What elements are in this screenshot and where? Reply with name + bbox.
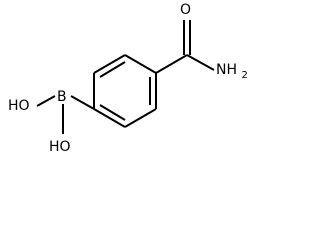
ring-double-bond-top-left — [99, 61, 126, 78]
ring-to-carbonyl-bond — [155, 54, 188, 74]
carbonyl-to-nitrogen-bond — [186, 54, 215, 71]
ring-double-bond-bottom-left — [99, 104, 126, 121]
chemical-structure-diagram: O NH 2 B HO HO — [8, 2, 248, 155]
ring-bond-bottom-right — [124, 108, 157, 128]
amide-subscript: 2 — [241, 70, 247, 81]
carbonyl-oxygen-label: O — [180, 2, 191, 18]
boronic-acid-group: B HO HO — [8, 89, 95, 155]
boron-to-upper-oh-bond — [36, 95, 56, 107]
ring-bond-top-left — [93, 54, 126, 74]
benzene-ring — [93, 54, 157, 128]
boron-label: B — [57, 89, 67, 105]
ring-to-boron-bond — [70, 95, 95, 110]
upper-hydroxyl-label: HO — [8, 98, 30, 114]
ring-bond-bottom-left — [93, 108, 126, 128]
lower-hydroxyl-label: HO — [49, 139, 71, 155]
amide-nitrogen-text: NH — [216, 62, 237, 78]
amide-group: O NH 2 — [155, 2, 248, 81]
amide-nitrogen-label: NH 2 — [216, 62, 248, 81]
ring-bond-top-right — [124, 54, 157, 74]
